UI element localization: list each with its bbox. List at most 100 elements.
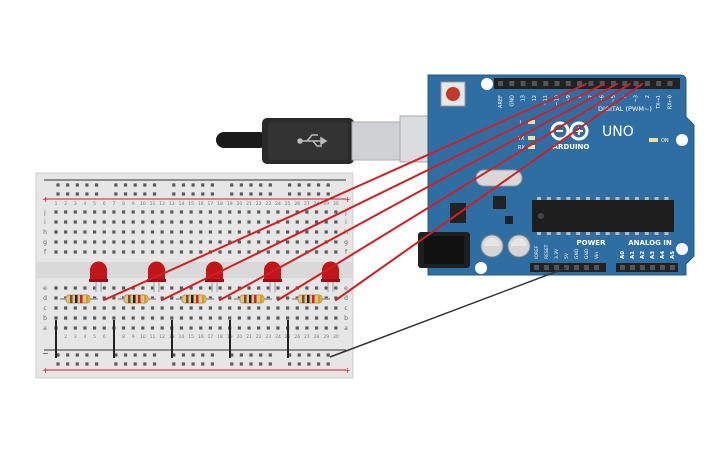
rail-hole[interactable] — [114, 192, 118, 196]
rail-hole[interactable] — [239, 192, 243, 196]
signal-wire-pin-5[interactable] — [335, 83, 643, 301]
breadboard-hole[interactable] — [334, 230, 338, 234]
rail-hole[interactable] — [56, 183, 60, 187]
breadboard-hole[interactable] — [334, 326, 338, 330]
rail-hole[interactable] — [316, 362, 321, 366]
breadboard-hole[interactable] — [54, 230, 58, 234]
breadboard-hole[interactable] — [208, 306, 212, 310]
rail-hole[interactable] — [249, 183, 253, 187]
breadboard-hole[interactable] — [237, 220, 241, 224]
breadboard-hole[interactable] — [121, 286, 126, 290]
breadboard-hole[interactable] — [131, 230, 135, 234]
digital-pin[interactable] — [599, 81, 605, 86]
breadboard-hole[interactable] — [93, 286, 97, 290]
breadboard-hole[interactable] — [199, 326, 203, 330]
rail-hole[interactable] — [95, 183, 99, 187]
breadboard-hole[interactable] — [247, 220, 251, 224]
breadboard-hole[interactable] — [102, 240, 106, 244]
breadboard-hole[interactable] — [83, 220, 87, 224]
breadboard-hole[interactable] — [324, 326, 328, 330]
breadboard-hole[interactable] — [314, 306, 319, 310]
breadboard-hole[interactable] — [266, 240, 270, 244]
breadboard-hole[interactable] — [208, 240, 212, 244]
breadboard-hole[interactable] — [276, 230, 280, 234]
breadboard-hole[interactable] — [334, 286, 338, 290]
rail-hole[interactable] — [181, 192, 186, 196]
breadboard-hole[interactable] — [228, 220, 232, 224]
breadboard-hole[interactable] — [160, 286, 164, 290]
rail-hole[interactable] — [210, 192, 214, 196]
breadboard-hole[interactable] — [150, 296, 155, 300]
breadboard-hole[interactable] — [218, 250, 222, 254]
rail-hole[interactable] — [239, 183, 243, 187]
rail-hole[interactable] — [201, 353, 205, 357]
breadboard-hole[interactable] — [237, 306, 241, 310]
breadboard-hole[interactable] — [93, 210, 97, 214]
breadboard-hole[interactable] — [150, 250, 155, 254]
breadboard-hole[interactable] — [131, 240, 135, 244]
rail-hole[interactable] — [326, 183, 330, 187]
breadboard-hole[interactable] — [141, 230, 145, 234]
breadboard-hole[interactable] — [199, 210, 203, 214]
breadboard-hole[interactable] — [83, 240, 87, 244]
breadboard-hole[interactable] — [83, 250, 87, 254]
rail-hole[interactable] — [152, 192, 157, 196]
breadboard-hole[interactable] — [247, 306, 251, 310]
breadboard-hole[interactable] — [83, 286, 87, 290]
breadboard-hole[interactable] — [141, 326, 145, 330]
breadboard-hole[interactable] — [266, 250, 270, 254]
power-pin[interactable] — [584, 265, 589, 270]
rail-hole[interactable] — [66, 362, 70, 366]
red-led[interactable] — [321, 261, 340, 293]
analog-header-pins[interactable] — [620, 265, 675, 270]
rail-hole[interactable] — [268, 192, 272, 196]
rail-hole[interactable] — [239, 353, 243, 357]
breadboard-hole[interactable] — [334, 296, 338, 300]
breadboard-hole[interactable] — [121, 306, 126, 310]
breadboard-hole[interactable] — [54, 250, 58, 254]
breadboard-hole[interactable] — [102, 326, 106, 330]
breadboard-hole[interactable] — [334, 316, 338, 320]
rail-hole[interactable] — [114, 362, 118, 366]
rail-hole[interactable] — [297, 183, 301, 187]
breadboard-hole[interactable] — [102, 296, 106, 300]
rail-hole[interactable] — [268, 353, 272, 357]
breadboard-hole[interactable] — [218, 220, 222, 224]
power-pin[interactable] — [554, 265, 559, 270]
breadboard-hole[interactable] — [218, 296, 222, 300]
breadboard-hole[interactable] — [64, 326, 68, 330]
rail-hole[interactable] — [66, 353, 70, 357]
breadboard-hole[interactable] — [237, 296, 241, 300]
rail-hole[interactable] — [297, 362, 301, 366]
red-led[interactable] — [147, 261, 166, 293]
rail-hole[interactable] — [75, 362, 79, 366]
breadboard-hole[interactable] — [170, 306, 174, 310]
rail-hole[interactable] — [191, 353, 195, 357]
breadboard-hole[interactable] — [64, 220, 68, 224]
breadboard-hole[interactable] — [93, 296, 97, 300]
breadboard-hole[interactable] — [334, 250, 338, 254]
breadboard-hole[interactable] — [102, 230, 106, 234]
rail-hole[interactable] — [191, 362, 195, 366]
rail-hole[interactable] — [85, 353, 89, 357]
breadboard-hole[interactable] — [64, 286, 68, 290]
breadboard-hole[interactable] — [170, 316, 174, 320]
breadboard-hole[interactable] — [324, 286, 328, 290]
rail-hole[interactable] — [152, 183, 157, 187]
resistor[interactable] — [234, 294, 272, 304]
digital-pin[interactable] — [622, 81, 628, 86]
breadboard-hole[interactable] — [334, 240, 338, 244]
breadboard-hole[interactable] — [54, 210, 58, 214]
rail-hole[interactable] — [85, 183, 89, 187]
breadboard-hole[interactable] — [199, 230, 203, 234]
breadboard-hole[interactable] — [334, 220, 338, 224]
rail-hole[interactable] — [201, 183, 205, 187]
breadboard-hole[interactable] — [295, 306, 299, 310]
breadboard-hole[interactable] — [228, 306, 232, 310]
rail-hole[interactable] — [210, 353, 214, 357]
breadboard-hole[interactable] — [189, 326, 193, 330]
breadboard-hole[interactable] — [179, 306, 184, 310]
rail-hole[interactable] — [210, 183, 214, 187]
